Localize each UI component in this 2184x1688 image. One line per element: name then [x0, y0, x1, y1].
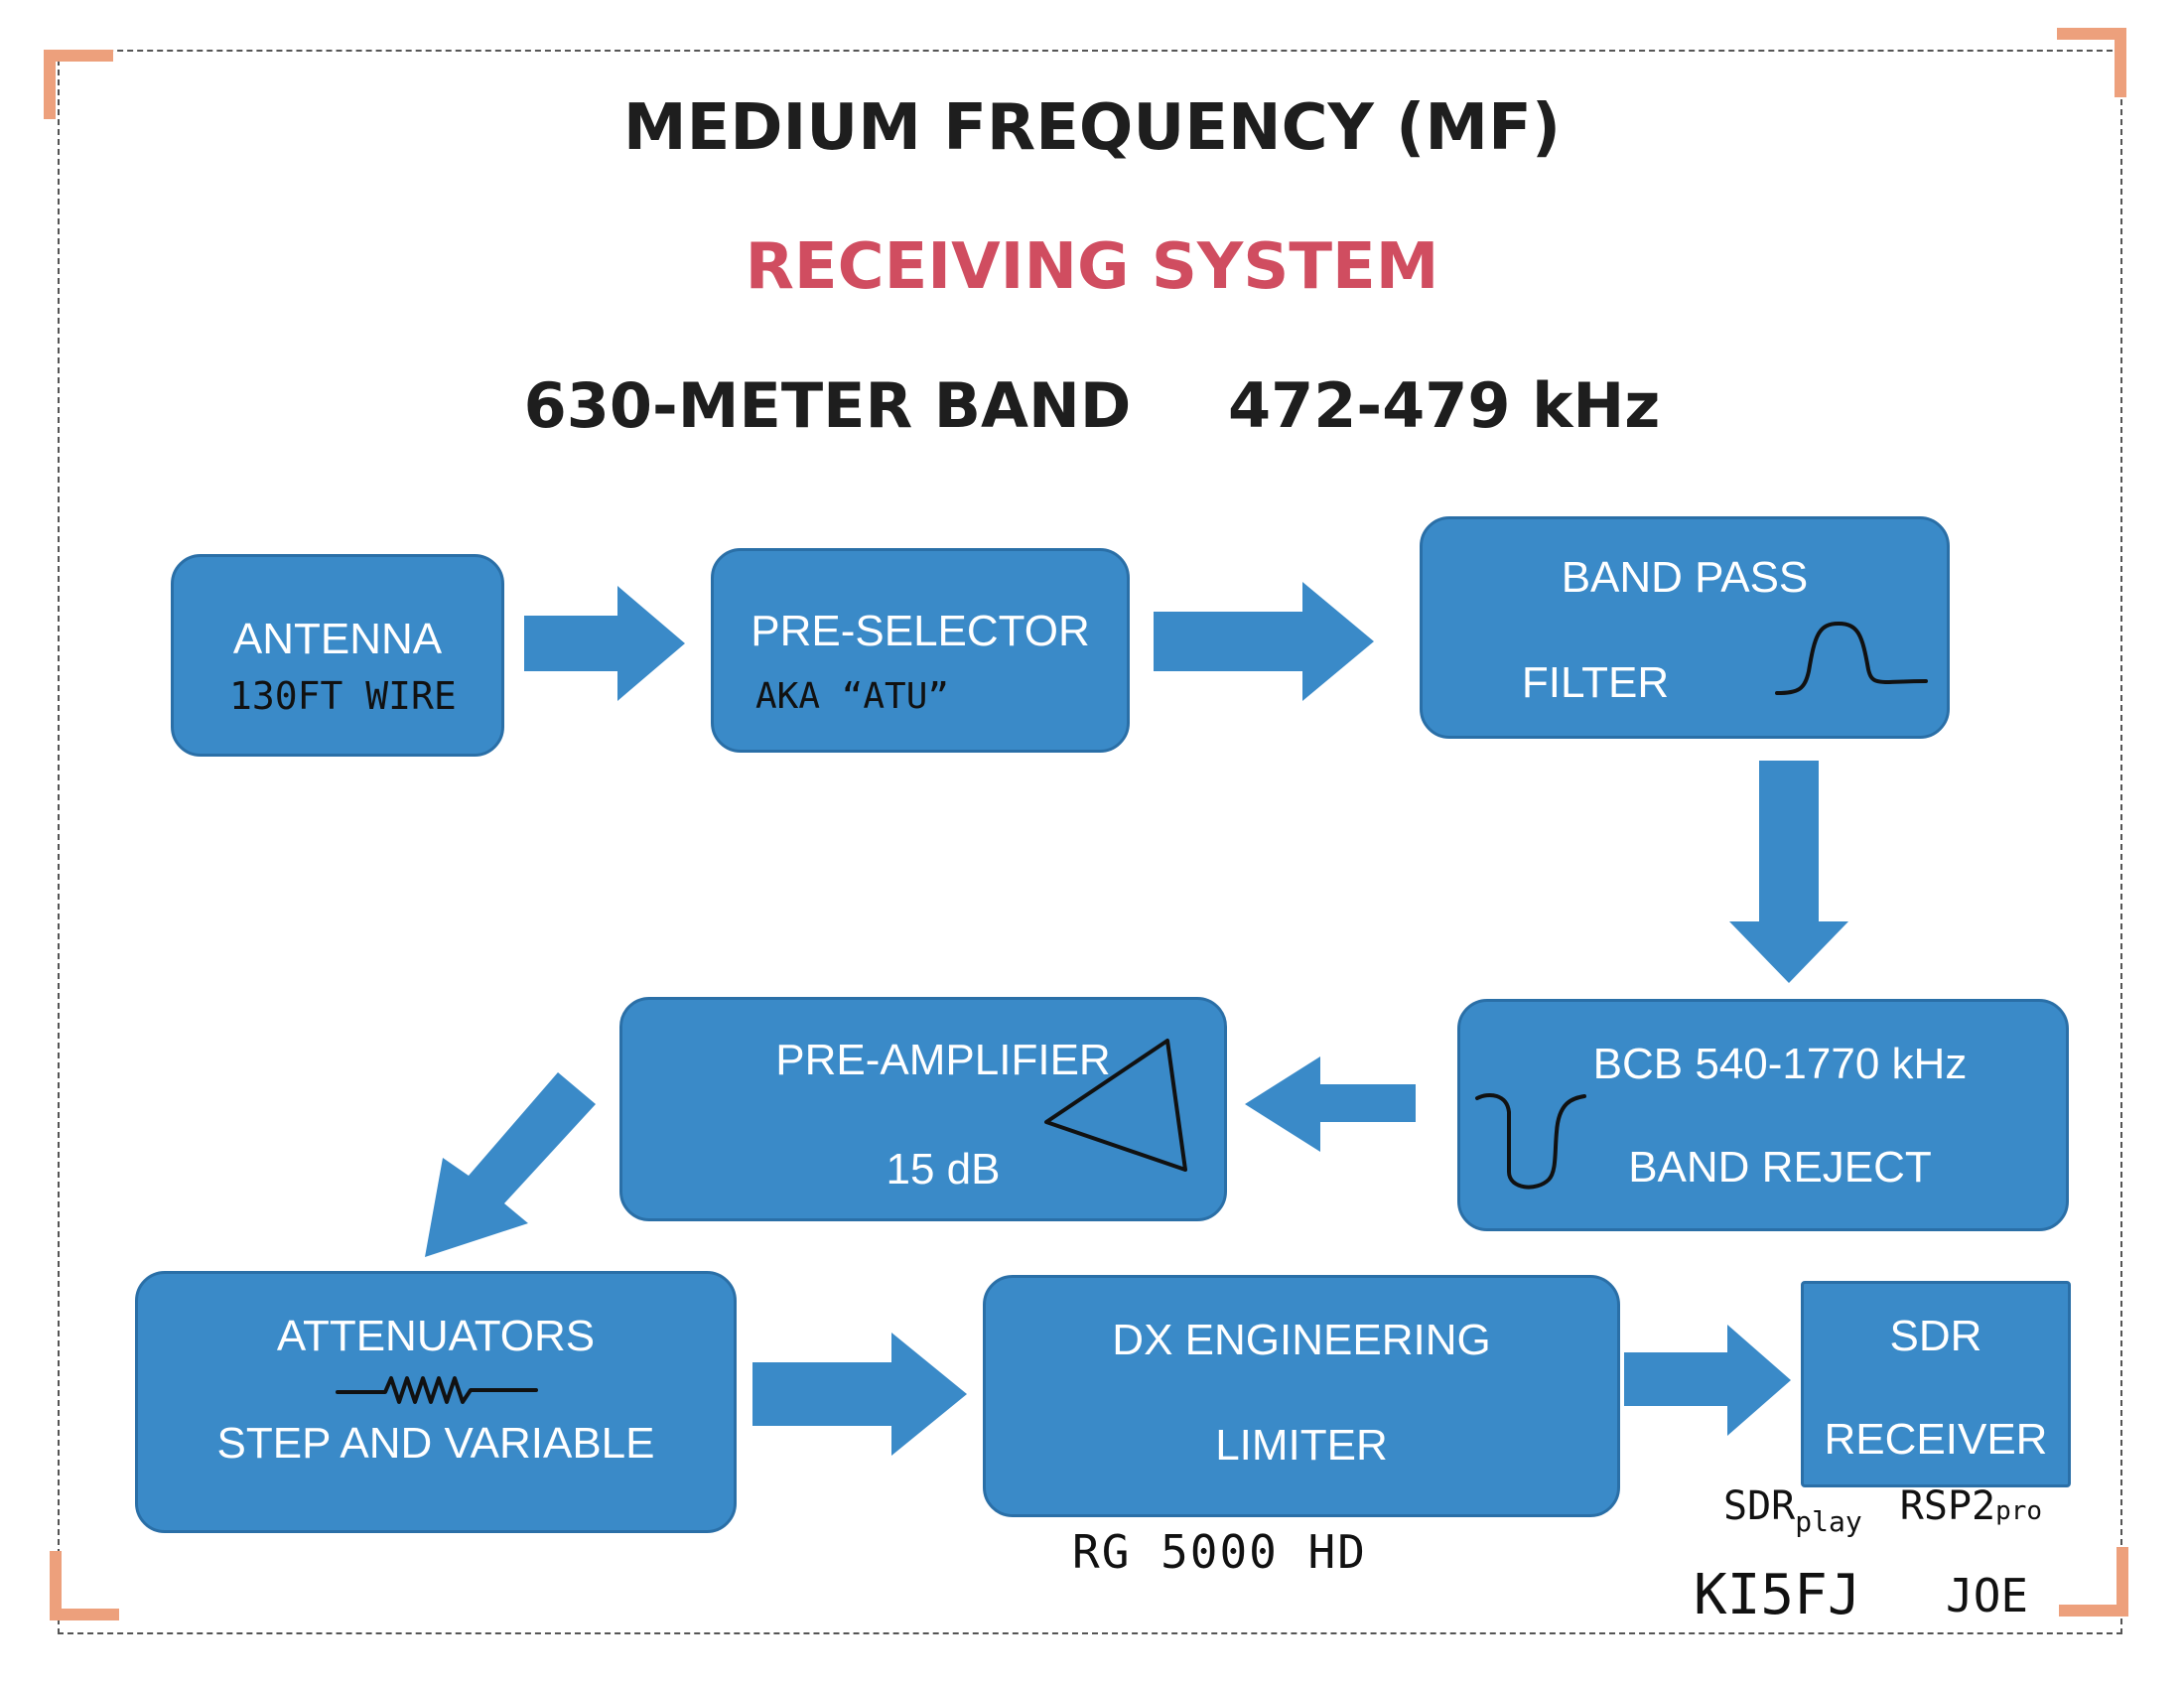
operator-name-note: JOE [1946, 1569, 2029, 1622]
attenuators-line2: STEP AND VARIABLE [216, 1419, 655, 1468]
band-heading: 630-METER BAND 472-479 kHz [0, 369, 2184, 442]
page-subtitle: RECEIVING SYSTEM [745, 230, 1439, 304]
attenuators-block: ATTENUATORS STEP AND VARIABLE [135, 1271, 737, 1533]
page-title: MEDIUM FREQUENCY (MF) [622, 91, 1562, 165]
bandpass-line2: FILTER [1521, 658, 1670, 707]
antenna-block: ANTENNA 130FT WIRE [171, 554, 504, 757]
dashed-border [58, 50, 2122, 1634]
bcb-line1: BCB 540-1770 kHz [1592, 1040, 1968, 1088]
arrow-preamp-to-attenuators [425, 1072, 596, 1257]
sdr-receiver-block: SDR RECEIVER [1801, 1281, 2071, 1487]
sdr-model-b: play [1795, 1505, 1862, 1538]
attenuators-line1: ATTENUATORS [276, 1312, 596, 1360]
corner-mark-top-right [2057, 28, 2126, 97]
callsign-note: KI5FJ [1694, 1563, 1861, 1627]
bcb-line2: BAND REJECT [1628, 1143, 1932, 1192]
corner-mark-bottom-left [50, 1551, 119, 1620]
arrow-antenna-to-preselector [524, 586, 685, 701]
sdr-model-note: SDRplay RSP2pro [1723, 1483, 2043, 1538]
arrow-preselector-to-bandpass [1154, 582, 1374, 701]
preamp-line1: PRE-AMPLIFIER [775, 1036, 1111, 1084]
sdr-model-c: RSP2 [1899, 1483, 1996, 1529]
preselector-note: AKA “ATU” [755, 676, 950, 717]
bandpass-block: BAND PASS FILTER [1420, 516, 1950, 739]
limiter-line2: LIMITER [1215, 1421, 1388, 1470]
amplifier-triangle-icon [1044, 1039, 1187, 1172]
sdr-line1: SDR [1889, 1312, 1982, 1360]
sdr-model-d: pro [1995, 1496, 2043, 1526]
arrow-bcb-to-preamp [1245, 1056, 1416, 1152]
sdr-line2: RECEIVER [1824, 1415, 2048, 1464]
sdr-model-a: SDR [1723, 1483, 1796, 1529]
arrow-limiter-to-sdr [1624, 1325, 1791, 1436]
preselector-block: PRE-SELECTOR AKA “ATU” [711, 548, 1130, 753]
limiter-model-note: RG 5000 HD [1072, 1525, 1367, 1579]
corner-mark-bottom-right [2059, 1547, 2128, 1617]
band-name: 630-METER BAND [523, 369, 1132, 442]
bandpass-line1: BAND PASS [1561, 553, 1809, 602]
preselector-label: PRE-SELECTOR [751, 607, 1090, 655]
corner-mark-top-left [44, 50, 113, 119]
arrow-attenuators-to-limiter [752, 1333, 967, 1456]
limiter-block: DX ENGINEERING LIMITER [983, 1275, 1620, 1517]
resistor-zigzag-icon [336, 1376, 538, 1404]
preamp-block: PRE-AMPLIFIER 15 dB [619, 997, 1227, 1221]
bandpass-curve-icon [1775, 622, 1928, 695]
preamp-line2: 15 dB [886, 1145, 1001, 1194]
band-reject-notch-icon [1475, 1093, 1586, 1190]
arrow-bandpass-to-bcb [1729, 761, 1848, 983]
antenna-label: ANTENNA [232, 615, 443, 663]
band-range: 472-479 kHz [1227, 369, 1661, 442]
antenna-note: 130FT WIRE [229, 674, 457, 718]
limiter-line1: DX ENGINEERING [1112, 1316, 1491, 1364]
